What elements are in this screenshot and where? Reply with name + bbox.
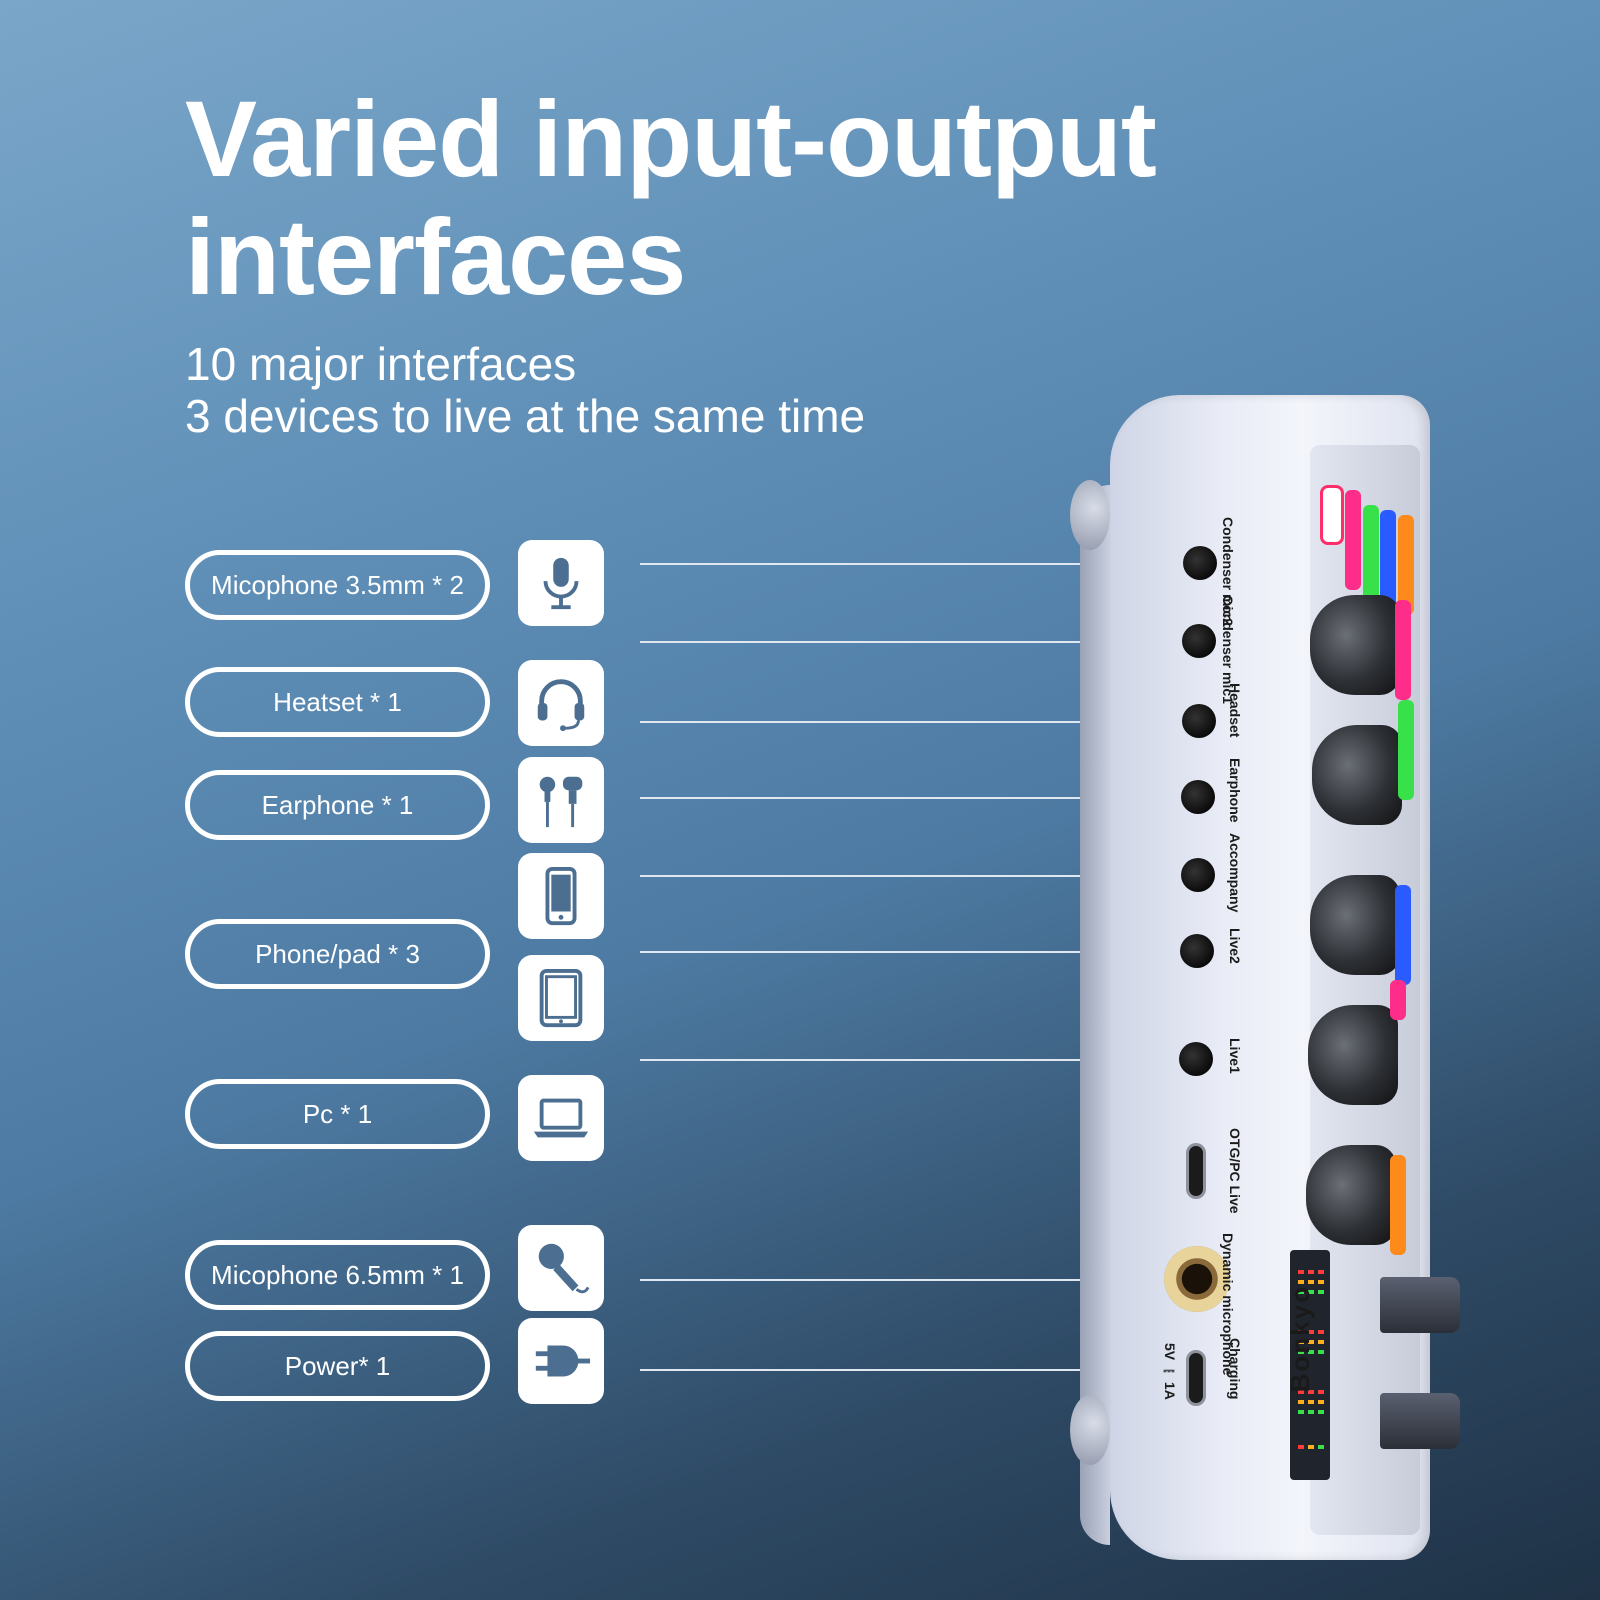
interface-pill-headset: Heatset * 1 [185, 667, 490, 737]
port-label-accompany: Accompany [1227, 833, 1243, 913]
port-label-power-rating: 5V ⎓ 1A [1162, 1343, 1178, 1400]
port-label-charging: Charging [1227, 1338, 1243, 1400]
device-knob-1-ring [1395, 600, 1411, 700]
device-orange-button [1398, 515, 1414, 615]
title-line-1: Varied input-output [185, 78, 1157, 199]
interface-pill-power: Power* 1 [185, 1331, 490, 1401]
device-knob-5 [1306, 1145, 1396, 1245]
interface-pill-mic65: Micophone 6.5mm * 1 [185, 1240, 490, 1310]
jack-live2 [1180, 934, 1214, 968]
headset-icon [518, 660, 604, 746]
page-subtitle: 10 major interfaces 3 devices to live at… [185, 338, 865, 442]
microphone-icon [518, 540, 604, 626]
connector-line-live1 [640, 1059, 1212, 1061]
device-knob-3-ring [1395, 885, 1411, 985]
connector-line-headset [640, 721, 1212, 723]
connector-line-dynamic-mic [640, 1279, 1180, 1281]
device-pink-button [1345, 490, 1361, 590]
port-label-earphone: Earphone [1227, 758, 1243, 823]
device-level-meter [1290, 1250, 1330, 1480]
device-knob-1 [1310, 595, 1400, 695]
usbc-otg-port [1186, 1143, 1206, 1199]
port-label-otg-pc-live: OTG/PC Live [1227, 1128, 1243, 1214]
device-foot-top [1070, 480, 1110, 550]
device-knob-5-ring [1390, 1155, 1406, 1255]
connector-line-charging [640, 1369, 1212, 1371]
port-label-condenser-mic2: Condenser mic2 [1220, 517, 1236, 626]
interface-pill-mic35: Micophone 3.5mm * 2 [185, 550, 490, 620]
jack-earphone [1181, 780, 1215, 814]
device-phone-clip-bottom [1380, 1393, 1460, 1449]
connector-line-accompany [640, 875, 1212, 877]
connector-line-mic2 [640, 563, 1212, 565]
audio-mixer-device: Condenser mic2 Condenser mic1 Headset Ea… [1070, 395, 1480, 1565]
port-label-headset: Headset [1227, 683, 1243, 738]
jack-headset [1182, 704, 1216, 738]
subtitle-line-1: 10 major interfaces [185, 338, 577, 390]
device-knob-2-ring [1398, 700, 1414, 800]
port-label-live2: Live2 [1227, 928, 1243, 964]
device-knob-4 [1308, 1005, 1398, 1105]
connector-line-earphone [640, 797, 1212, 799]
power-plug-icon [518, 1318, 604, 1404]
interface-pill-phone-pad: Phone/pad * 3 [185, 919, 490, 989]
jack-accompany [1181, 858, 1215, 892]
title-line-2: interfaces [185, 196, 686, 317]
jack-live1 [1179, 1042, 1213, 1076]
port-label-dynamic-microphone: Dynamic microphone [1220, 1233, 1236, 1376]
port-label-live1: Live1 [1227, 1038, 1243, 1074]
device-power-button [1320, 485, 1344, 545]
earphone-icon [518, 757, 604, 843]
device-side-panel [1080, 485, 1110, 1545]
device-brand-logo: Bonkyo [1285, 1285, 1315, 1393]
device-knob-4-ring [1390, 980, 1406, 1020]
subtitle-line-2: 3 devices to live at the same time [185, 390, 866, 442]
handheld-mic-icon [518, 1225, 604, 1311]
usbc-charging-port [1186, 1350, 1206, 1406]
tablet-icon [518, 955, 604, 1041]
port-label-condenser-mic1: Condenser mic1 [1220, 595, 1236, 704]
device-foot-bottom [1070, 1395, 1110, 1465]
jack-dynamic-microphone [1164, 1246, 1230, 1312]
laptop-icon [518, 1075, 604, 1161]
interface-pill-pc: Pc * 1 [185, 1079, 490, 1149]
connector-line-mic1 [640, 641, 1212, 643]
device-blue-button [1380, 510, 1396, 610]
jack-condenser-mic2 [1183, 546, 1217, 580]
phone-icon [518, 853, 604, 939]
device-phone-clip-top [1380, 1277, 1460, 1333]
device-knob-3 [1310, 875, 1400, 975]
jack-condenser-mic1 [1182, 624, 1216, 658]
page-title: Varied input-output interfaces [185, 78, 1157, 317]
device-knob-2 [1312, 725, 1402, 825]
connector-line-live2 [640, 951, 1212, 953]
device-green-button [1363, 505, 1379, 605]
interface-pill-earphone: Earphone * 1 [185, 770, 490, 840]
